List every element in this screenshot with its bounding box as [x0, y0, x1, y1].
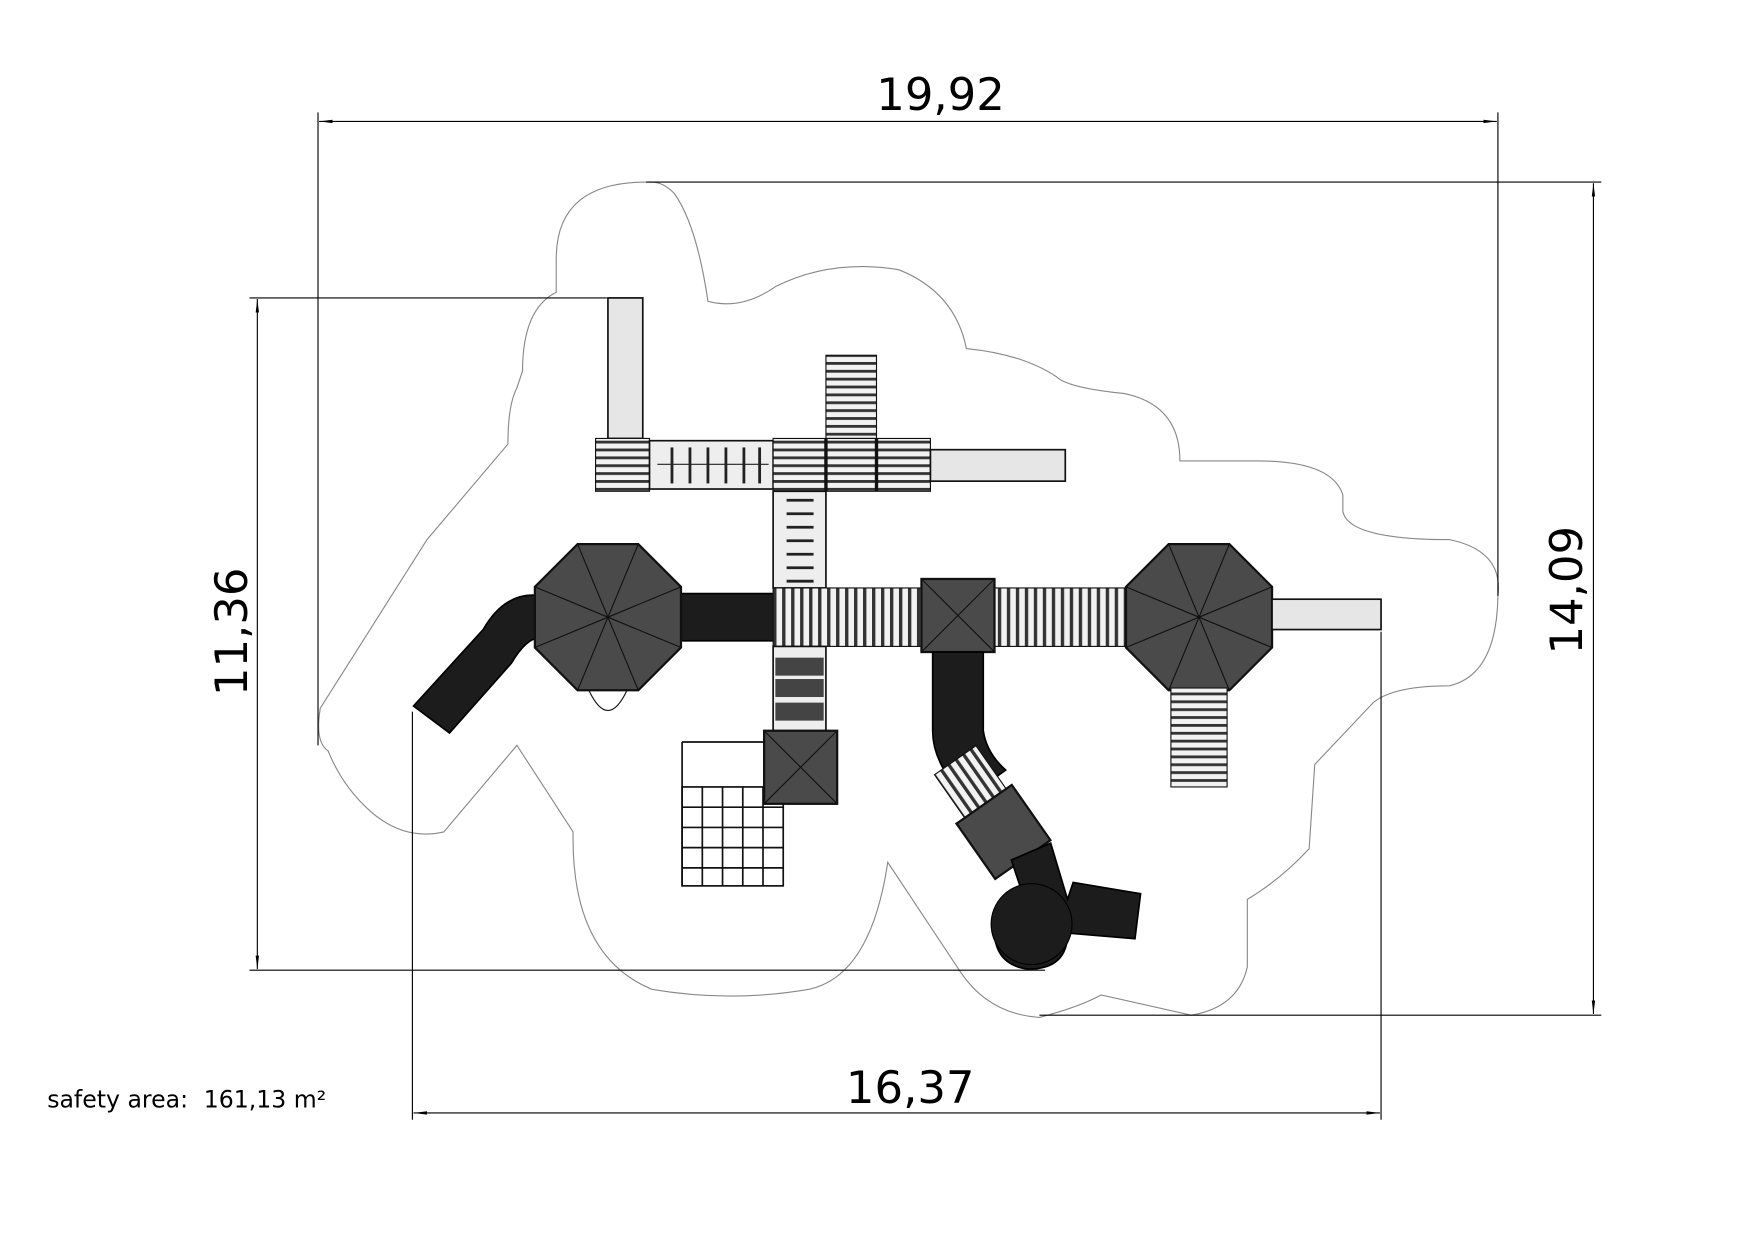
- tunnel-tube: [673, 592, 777, 642]
- playground-equipment: [412, 297, 1382, 970]
- safety-area-outline: [318, 181, 1500, 1018]
- dimension-equipment-width: 16,37: [411, 631, 1382, 1120]
- dimension-label: 14,09: [1540, 526, 1593, 655]
- bridge: [993, 587, 1128, 647]
- dimension-overall-depth: 14,09: [646, 181, 1602, 1016]
- dimension-label: 16,37: [846, 1061, 975, 1114]
- dimension-label: 11,36: [205, 567, 258, 696]
- safety-area-label: safety area:161,13 m²: [47, 1085, 326, 1113]
- dimension-label: 19,92: [876, 68, 1005, 121]
- dimension-equipment-depth: 11,36: [205, 297, 1046, 971]
- top-slide: [607, 297, 644, 440]
- right-top-slide: [929, 448, 1067, 483]
- right-slide: [1271, 598, 1382, 631]
- steps: [1170, 687, 1228, 788]
- curved-slide-left: [412, 594, 543, 735]
- net-climber: [681, 741, 785, 887]
- dimension-overall-width: 19,92: [317, 68, 1499, 746]
- bridge: [772, 587, 923, 647]
- top-ladder: [825, 354, 878, 440]
